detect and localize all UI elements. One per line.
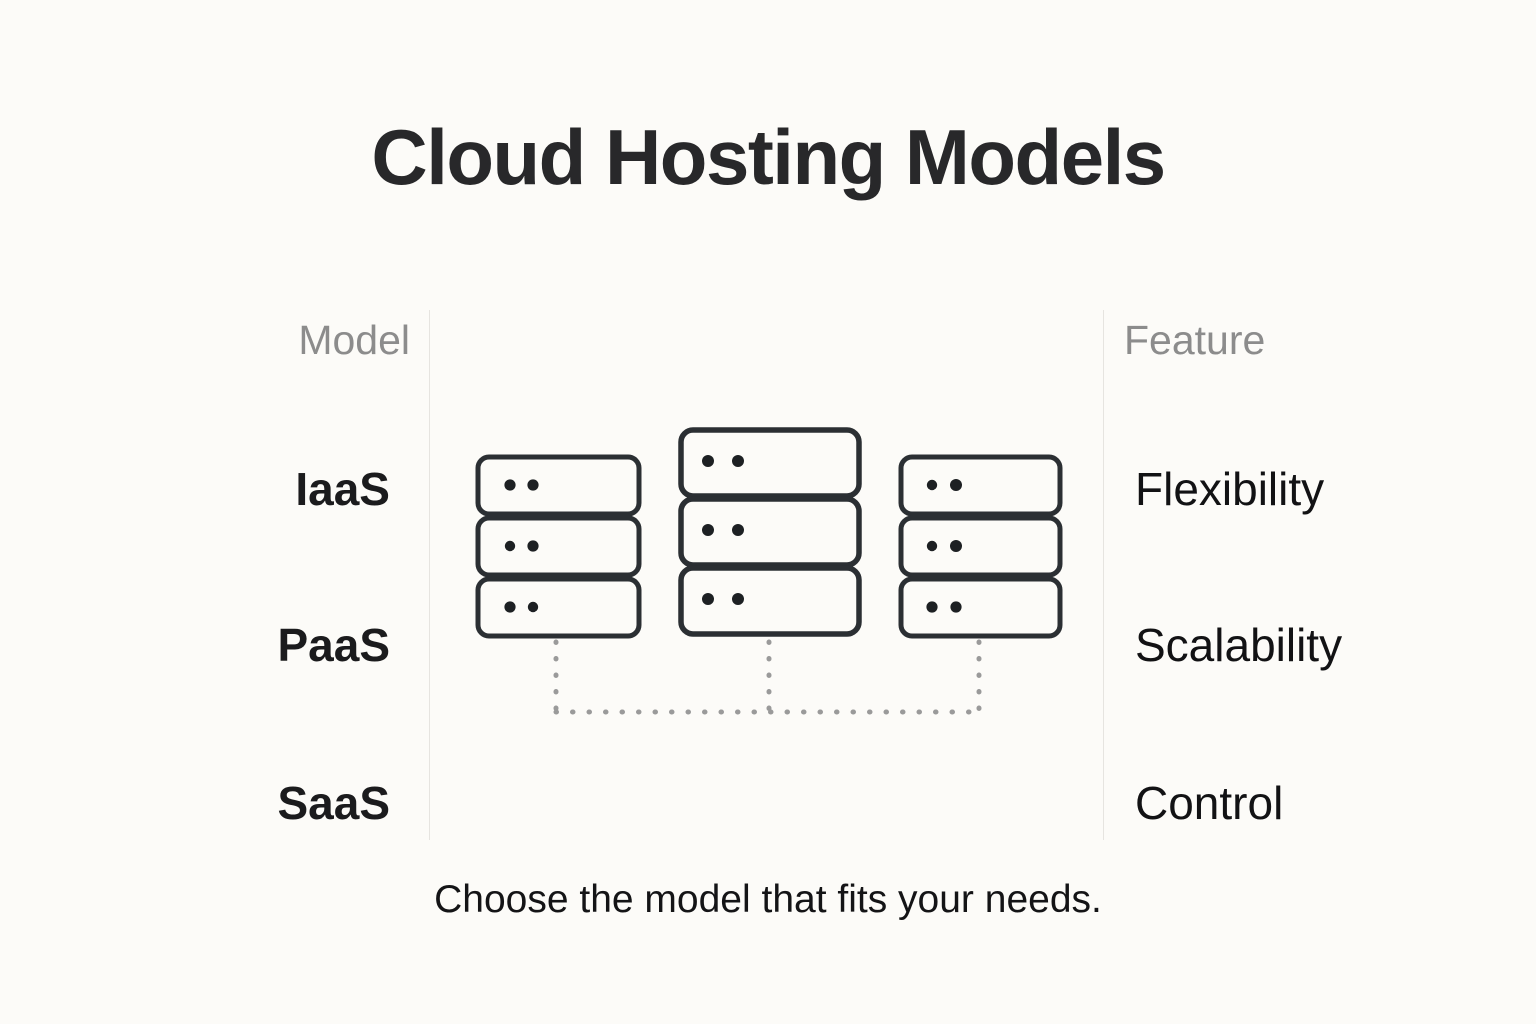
column-divider-left bbox=[429, 310, 430, 840]
model-label-paas: PaaS bbox=[277, 619, 390, 671]
model-label-saas: SaaS bbox=[277, 777, 390, 829]
feature-label-control: Control bbox=[1135, 777, 1284, 829]
server-diagram bbox=[430, 395, 1103, 745]
rack-center-status-dots bbox=[702, 455, 744, 605]
connector-dotted-lines bbox=[553, 639, 982, 715]
feature-label-scalability: Scalability bbox=[1135, 619, 1343, 671]
rack-left-status-dots bbox=[504, 479, 539, 613]
rack-center-icon bbox=[678, 427, 862, 637]
column-header-feature: Feature bbox=[1124, 317, 1266, 363]
rack-left-icon bbox=[475, 454, 642, 639]
column-header-model: Model bbox=[298, 317, 410, 363]
column-divider-right bbox=[1103, 310, 1104, 840]
slide-caption: Choose the model that fits your needs. bbox=[434, 878, 1102, 921]
rack-right-icon bbox=[898, 454, 1063, 639]
model-label-iaas: IaaS bbox=[295, 463, 390, 515]
page-title: Cloud Hosting Models bbox=[371, 113, 1166, 201]
feature-label-flexibility: Flexibility bbox=[1135, 463, 1325, 515]
rack-right-status-dots bbox=[926, 479, 962, 613]
